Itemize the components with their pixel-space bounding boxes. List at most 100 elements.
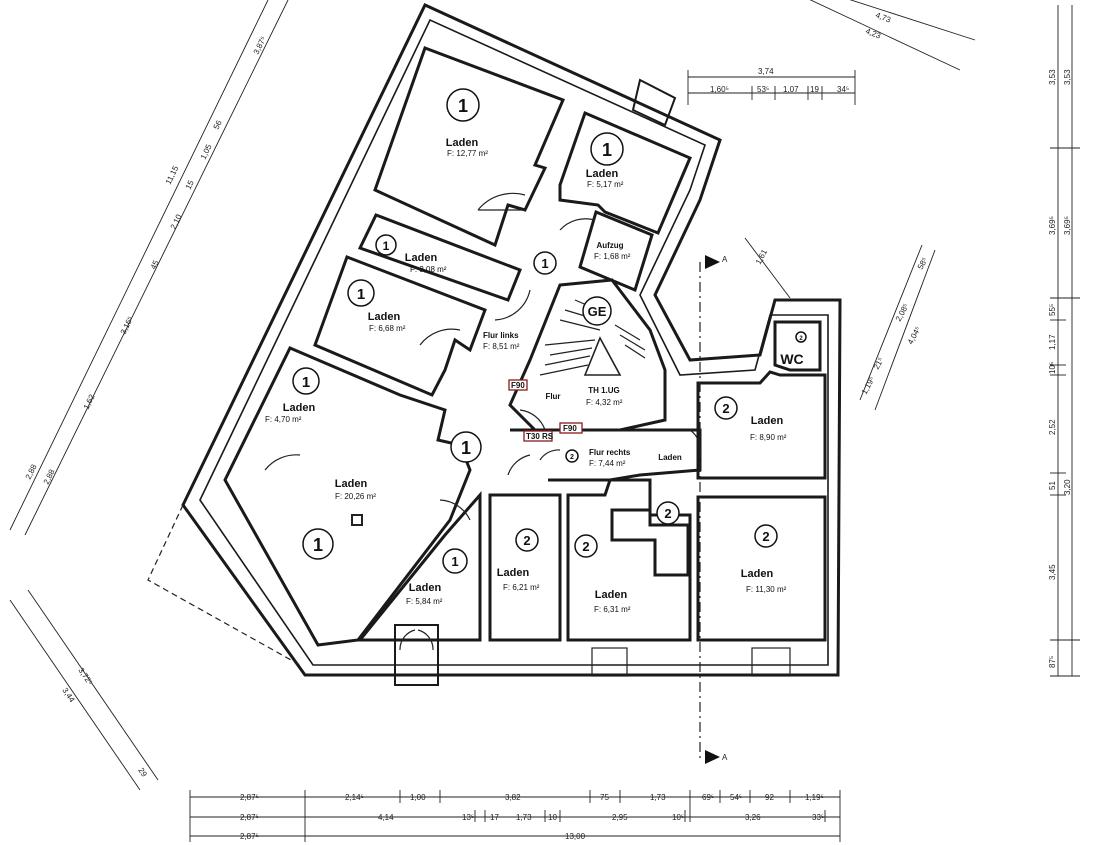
dim-label: 1,60⁵: [710, 85, 729, 94]
dims-bottom: 2,87⁵ 2,14⁵ 1,00 3,82 75 1,73 69⁵ 54⁵ 92…: [189, 790, 841, 842]
building-outline: [181, 3, 842, 677]
dim-label: 3,82: [505, 793, 521, 802]
dim-label: 2,87⁵: [240, 793, 259, 802]
room-area: F: 5,17 m²: [587, 180, 624, 189]
stair-treads: [539, 299, 611, 376]
room-name: TH 1.UG: [588, 386, 620, 395]
dims-right: 3,53 3,53 3,69⁵ 3,69⁵ 55⁵ 1,17 10⁵ 2,52 …: [1048, 5, 1080, 677]
dim-label: 92: [765, 793, 774, 802]
door-swing: [477, 192, 526, 211]
unit-marker: [292, 367, 320, 395]
dim-label: 3,44: [60, 686, 76, 704]
door-swing: [439, 499, 471, 521]
window-bottom-2: [751, 647, 791, 677]
dim-label: 75: [600, 793, 609, 802]
corridor-right: [510, 428, 702, 482]
dim-label: 3,69⁵: [1063, 216, 1072, 235]
unit-marker-small: [565, 449, 579, 463]
door-swing: [264, 454, 301, 471]
dim-label: 2,95: [612, 813, 628, 822]
unit-marker-label: 1: [461, 438, 471, 458]
dim-label: 11,15: [164, 164, 181, 186]
dim-label: 56: [212, 118, 224, 130]
dim-label: 10: [548, 813, 557, 822]
unit-marker: [446, 88, 480, 122]
unit-marker-small: [795, 331, 807, 343]
dim-label: 33⁵: [812, 813, 824, 822]
door-swing: [507, 454, 531, 476]
room-name-wc: WC: [780, 351, 803, 367]
dim-label: 3,69⁵: [1048, 216, 1057, 235]
dim-label: 3,26: [745, 813, 761, 822]
dim-label: 13,00: [565, 832, 586, 841]
dims-left-lower: 2,88 2,88: [24, 462, 57, 485]
door-swing: [494, 289, 531, 321]
unit-marker-label: 2: [722, 401, 729, 416]
unit-marker-small-label: 2: [570, 454, 574, 461]
dim-label: 29: [136, 766, 149, 779]
unit-marker-ge: [582, 296, 612, 326]
room-name: Laden: [586, 168, 619, 180]
doors: [264, 192, 702, 651]
dim-label: 3,53: [1063, 69, 1072, 85]
unit-marker: [347, 279, 375, 307]
dim-label: 51: [1048, 481, 1057, 490]
room-name: Laden: [283, 402, 316, 414]
dim-label: 2,87⁵: [240, 813, 259, 822]
unit-marker-label: 1: [357, 286, 365, 303]
dim-label: 1,07: [783, 85, 799, 94]
unit-marker: [450, 431, 482, 463]
dim-label: 1,19⁵: [860, 375, 877, 396]
unit-marker-label: 2: [523, 533, 530, 548]
dim-label: 34⁵: [837, 85, 849, 94]
room-laden-20-26: [223, 346, 472, 647]
room-name: Laden: [595, 589, 628, 601]
dim-label: 1,62: [82, 392, 97, 410]
section-arrow-top: [705, 255, 720, 269]
fire-door-f90-right-label: F90: [563, 424, 577, 433]
property-boundary: [147, 504, 301, 666]
room-name: Laden: [335, 478, 368, 490]
dim-label: 4,23: [864, 27, 882, 41]
unit-marker-label: 2: [762, 529, 769, 544]
dim-label: 3,45: [1048, 564, 1057, 580]
fire-door-t30-label: T30 RS: [526, 432, 554, 441]
dim-label: 69⁵: [702, 793, 714, 802]
dim-label: 1,73: [516, 813, 532, 822]
room-area: F: 6,68 m²: [369, 324, 406, 333]
fire-door-t30: [523, 430, 553, 442]
room-name: Laden: [497, 567, 530, 579]
room-laden-3-08: [357, 213, 522, 302]
dims-top: 3,74 1,60⁵ 53⁵ 1,07 19 34⁵: [687, 67, 856, 105]
dim-label: 2,87⁵: [240, 832, 259, 841]
room-laden-6-68: [313, 255, 487, 397]
fire-door-f90-right: [559, 422, 583, 434]
section-label-bottom: A: [722, 753, 728, 762]
room-area: F: 4,32 m²: [586, 398, 623, 407]
room-area: F: 11,30 m²: [746, 585, 787, 594]
room-area: F: 8,90 m²: [750, 433, 787, 442]
room-laden-5-84: [356, 491, 482, 642]
unit-marker-label: 1: [458, 96, 468, 116]
dim-label: 3,74: [758, 67, 774, 76]
unit-marker-ge-label: GE: [588, 304, 607, 319]
unit-marker-label: 2: [582, 539, 589, 554]
fire-door-f90-left: [508, 379, 528, 391]
room-area: F: 6,31 m²: [594, 605, 631, 614]
dim-label: 3,16⁵: [119, 315, 135, 336]
dim-label: 19: [810, 85, 819, 94]
door-swing: [539, 449, 561, 461]
room-laden-8-90: [696, 370, 827, 480]
section-label-top: A: [722, 255, 728, 264]
room-name: Flur rechts: [589, 448, 631, 457]
unit-marker-label: 1: [313, 535, 323, 555]
dims-left-upper: 3,87⁵ 56 1,05 15 2,10 45 3,16⁵ 1,62 11,1…: [9, 0, 289, 536]
building-inner-line: [199, 18, 829, 666]
dim-label: 1,61: [754, 247, 770, 265]
room-name: Flur links: [483, 331, 519, 340]
room-walls: [223, 46, 827, 686]
room-laden-5-17: [558, 110, 692, 235]
unit-marker: [375, 234, 397, 256]
dim-label: 10⁵: [1048, 362, 1057, 374]
dim-label: 10⁵: [672, 813, 684, 822]
